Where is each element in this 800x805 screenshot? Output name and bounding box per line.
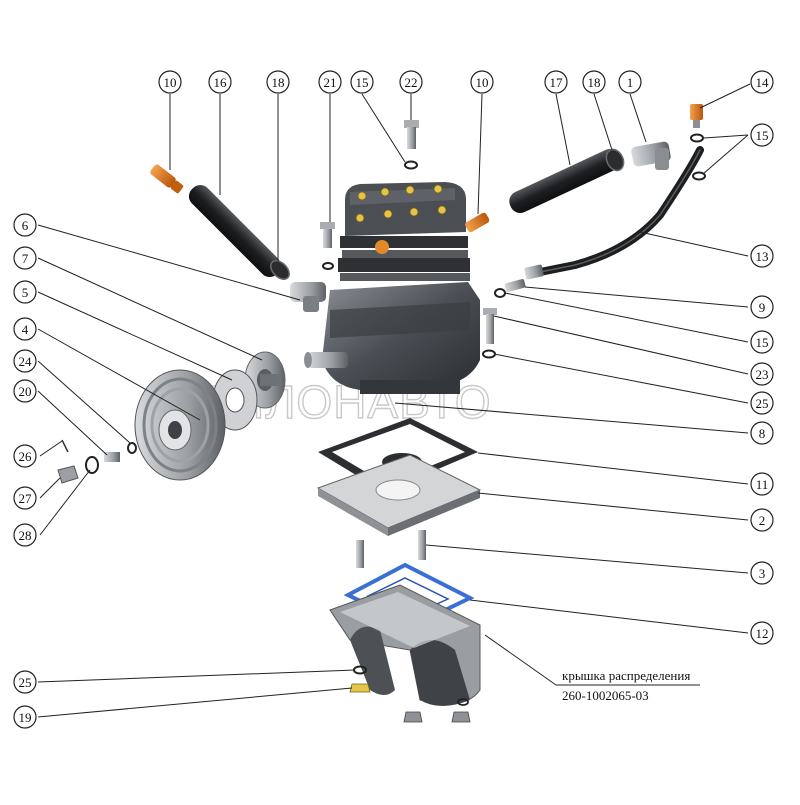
callout-1: 1 — [618, 70, 642, 94]
parts-layer — [57, 104, 706, 723]
svg-text:17: 17 — [550, 75, 564, 90]
callout-14: 14 — [750, 70, 774, 94]
elbow-fitting-6 — [290, 282, 326, 312]
svg-text:27: 27 — [19, 491, 33, 506]
callout-13: 13 — [750, 244, 774, 268]
svg-text:10: 10 — [476, 75, 489, 90]
distribution-cover — [329, 584, 481, 706]
elbow-fitting-1 — [631, 141, 671, 170]
callout-18-left: 18 — [266, 70, 290, 94]
callout-5: 5 — [13, 280, 37, 304]
callouts: 10 16 18 21 15 22 10 17 18 1 14 15 13 9 … — [13, 70, 774, 729]
svg-text:15: 15 — [756, 128, 769, 143]
part-note: крышка распределения 260-1002065-03 — [562, 668, 690, 703]
svg-text:15: 15 — [756, 335, 769, 350]
svg-text:12: 12 — [756, 626, 769, 641]
callout-22: 22 — [399, 70, 423, 94]
callout-28: 28 — [13, 523, 37, 547]
callout-9: 9 — [750, 295, 774, 319]
callout-7: 7 — [13, 246, 37, 270]
callout-23: 23 — [750, 362, 774, 386]
hose-16 — [188, 184, 282, 278]
bolt-22 — [404, 120, 419, 170]
callout-11: 11 — [750, 472, 774, 496]
svg-text:25: 25 — [756, 396, 769, 411]
callout-12: 12 — [750, 621, 774, 645]
callout-16: 16 — [208, 70, 232, 94]
svg-text:7: 7 — [22, 251, 29, 266]
svg-text:5: 5 — [22, 285, 29, 300]
callout-25-right: 25 — [750, 391, 774, 415]
callout-21: 21 — [318, 70, 342, 94]
svg-text:14: 14 — [756, 75, 770, 90]
note-line-2: 260-1002065-03 — [562, 688, 649, 703]
callout-20: 20 — [13, 379, 37, 403]
callout-15-top: 15 — [350, 70, 374, 94]
washer-15-nipple — [494, 288, 506, 298]
fitting-10-right — [465, 212, 490, 233]
callout-6: 6 — [13, 213, 37, 237]
bolt-21 — [320, 222, 335, 270]
svg-text:20: 20 — [19, 384, 32, 399]
svg-text:26: 26 — [19, 449, 33, 464]
callout-10-right: 10 — [470, 70, 494, 94]
svg-text:18: 18 — [272, 75, 285, 90]
compressor-assembly — [304, 182, 480, 394]
svg-text:16: 16 — [214, 75, 228, 90]
callout-17: 17 — [544, 70, 568, 94]
leader-lines — [37, 83, 751, 718]
svg-text:18: 18 — [588, 75, 601, 90]
note-line-1: крышка распределения — [562, 668, 690, 683]
svg-text:4: 4 — [22, 322, 29, 337]
fitting-10-left — [150, 164, 184, 194]
pulley-24 — [134, 369, 226, 481]
callout-19: 19 — [13, 705, 37, 729]
callout-15-right-mid: 15 — [750, 330, 774, 354]
callout-10-left: 10 — [158, 70, 182, 94]
svg-text:1: 1 — [627, 75, 634, 90]
clamp-18-right — [605, 148, 625, 172]
svg-text:24: 24 — [19, 354, 33, 369]
callout-25-left: 25 — [13, 670, 37, 694]
washers-15-right — [690, 133, 706, 181]
plug-14 — [690, 104, 703, 128]
clamp-18-left — [270, 260, 290, 280]
svg-text:10: 10 — [164, 75, 177, 90]
flex-hose-13 — [524, 146, 704, 280]
svg-text:2: 2 — [759, 513, 766, 528]
callout-27: 27 — [13, 486, 37, 510]
callout-15-right-top: 15 — [750, 123, 774, 147]
svg-text:13: 13 — [756, 249, 769, 264]
svg-text:11: 11 — [756, 477, 769, 492]
svg-text:8: 8 — [759, 426, 766, 441]
callout-24: 24 — [13, 349, 37, 373]
nut-washer-group — [57, 439, 120, 484]
nipple-9 — [504, 278, 526, 292]
callout-3: 3 — [750, 561, 774, 585]
washer-nut-bottom — [349, 665, 471, 723]
callout-4: 4 — [13, 317, 37, 341]
svg-text:23: 23 — [756, 367, 769, 382]
plate-2 — [316, 454, 482, 536]
svg-text:21: 21 — [324, 75, 337, 90]
hose-17 — [509, 148, 621, 214]
svg-text:9: 9 — [759, 300, 766, 315]
studs-3 — [356, 530, 426, 568]
callout-18-right: 18 — [582, 70, 606, 94]
callout-26: 26 — [13, 444, 37, 468]
svg-text:6: 6 — [22, 218, 29, 233]
bolt-23 — [482, 308, 497, 359]
svg-text:19: 19 — [19, 710, 32, 725]
svg-text:15: 15 — [356, 75, 369, 90]
svg-text:25: 25 — [19, 675, 32, 690]
svg-text:28: 28 — [19, 528, 32, 543]
callout-8: 8 — [750, 421, 774, 445]
ring-4-small — [127, 442, 137, 454]
callout-2: 2 — [750, 508, 774, 532]
svg-text:3: 3 — [759, 566, 766, 581]
svg-text:22: 22 — [405, 75, 418, 90]
